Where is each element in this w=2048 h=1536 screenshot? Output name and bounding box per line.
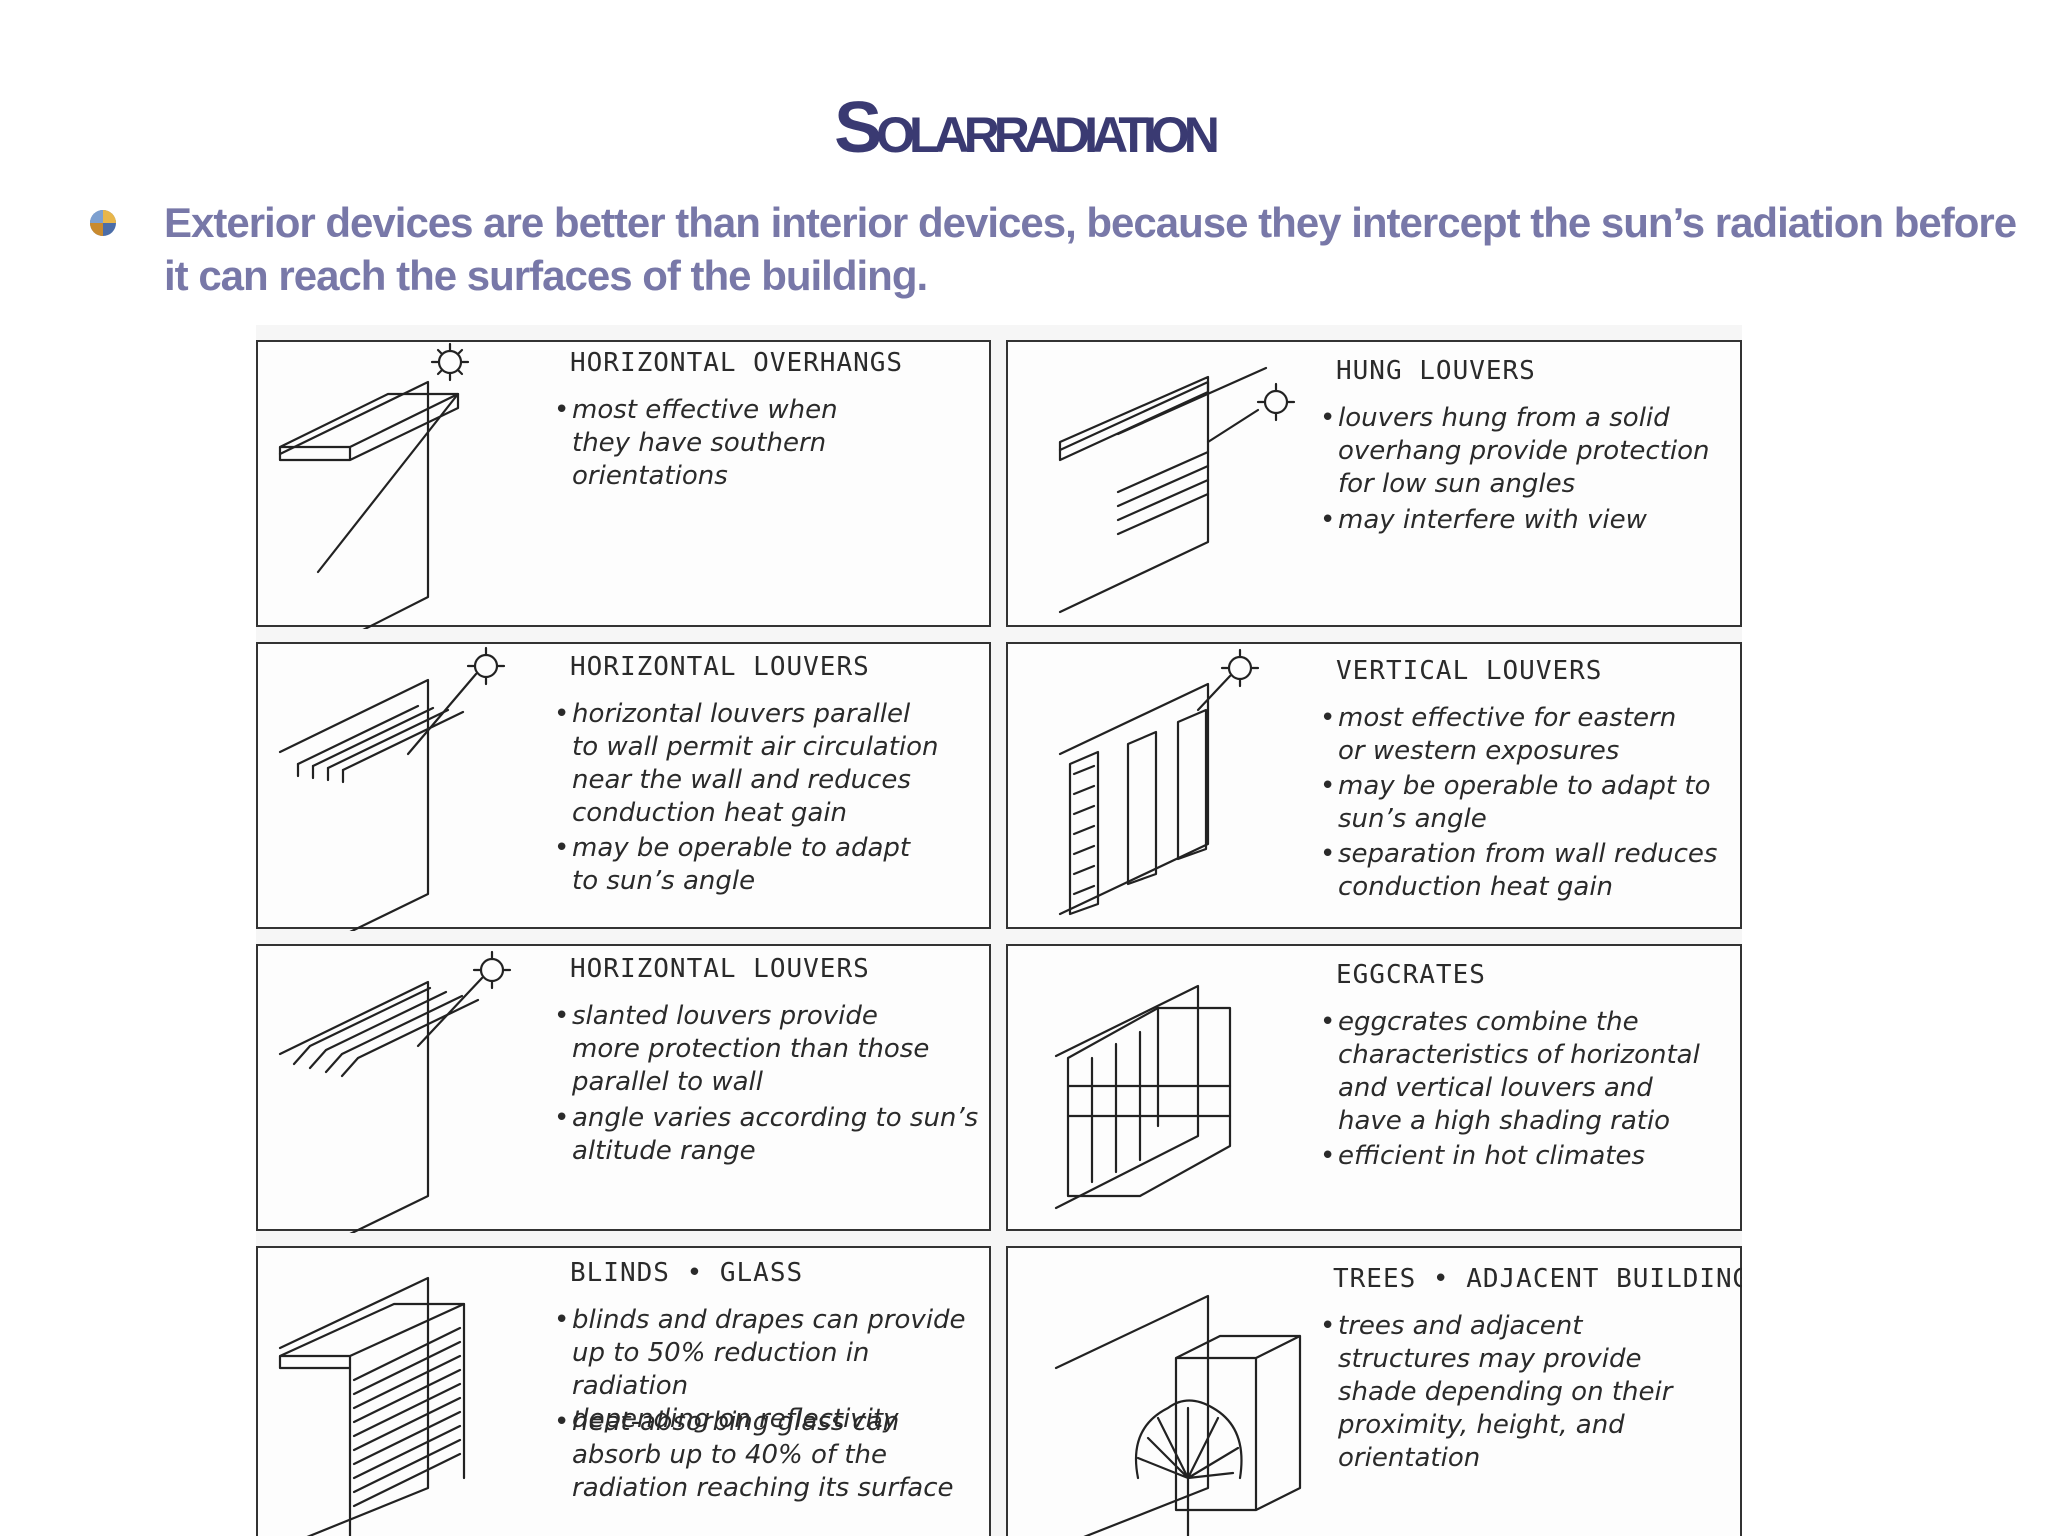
- panel-item: heat-absorbing glass can absorb up to 40…: [554, 1406, 954, 1505]
- hung-louvers-sketch: [1058, 366, 1296, 614]
- panel-item: angle varies according to sun’s altitude…: [554, 1102, 978, 1168]
- panel-item: may be operable to adapt to sun’s angle: [1320, 770, 1710, 836]
- horizontal-louvers-sketch: [278, 646, 506, 931]
- panel-item: trees and adjacent structures may provid…: [1320, 1310, 1672, 1475]
- panel-item: horizontal louvers parallel to wall perm…: [554, 698, 939, 830]
- bullet-text: Exterior devices are better than interio…: [164, 199, 2017, 299]
- panel-title: BLINDS • GLASS: [570, 1258, 804, 1288]
- panel-title: HUNG LOUVERS: [1336, 356, 1536, 386]
- panel-trees-adjacent-buildings: TREES • ADJACENT BUILDINGS trees and adj…: [1006, 1246, 1742, 1536]
- panel-title: EGGCRATES: [1336, 960, 1486, 990]
- panel-item: most effective for eastern or western ex…: [1320, 702, 1676, 768]
- panel-item: may interfere with view: [1320, 504, 1647, 537]
- vertical-louvers-sketch: [1058, 648, 1260, 916]
- panel-horizontal-overhangs: HORIZONTAL OVERHANGS most effective when…: [256, 340, 991, 629]
- panel-item: slanted louvers provide more protection …: [554, 1000, 929, 1099]
- panel-blinds-glass: BLINDS • GLASS blinds and drapes can pro…: [256, 1246, 991, 1536]
- pie-bullet-icon: [90, 210, 116, 236]
- panel-item: efficient in hot climates: [1320, 1140, 1645, 1173]
- panel-item: eggcrates combine the characteristics of…: [1320, 1006, 1700, 1138]
- panel-horizontal-louvers-slanted: HORIZONTAL LOUVERS slanted louvers provi…: [256, 944, 991, 1233]
- panel-item: most effective when they have southern o…: [554, 394, 838, 493]
- shading-devices-figure: HORIZONTAL OVERHANGS most effective when…: [256, 325, 1742, 1536]
- overhang-sketch: [278, 342, 470, 629]
- panel-horizontal-louvers-parallel: HORIZONTAL LOUVERS horizontal louvers pa…: [256, 642, 991, 931]
- panel-item: separation from wall reduces conduction …: [1320, 838, 1717, 904]
- trees-buildings-sketch: [1054, 1294, 1302, 1536]
- panel-title: HORIZONTAL OVERHANGS: [570, 348, 904, 378]
- panel-item: louvers hung from a solid overhang provi…: [1320, 402, 1709, 501]
- slanted-louvers-sketch: [278, 950, 512, 1233]
- panel-title: VERTICAL LOUVERS: [1336, 656, 1603, 686]
- panel-hung-louvers: HUNG LOUVERS louvers hung from a solid o…: [1006, 340, 1742, 627]
- panel-item: may be operable to adapt to sun’s angle: [554, 832, 910, 898]
- panel-title: TREES • ADJACENT BUILDINGS: [1333, 1264, 1742, 1294]
- blinds-sketch: [278, 1276, 466, 1536]
- slide-title: Solarradiation: [834, 88, 1220, 168]
- panel-vertical-louvers: VERTICAL LOUVERS most effective for east…: [1006, 642, 1742, 929]
- eggcrates-sketch: [1054, 984, 1232, 1210]
- panel-title: HORIZONTAL LOUVERS: [570, 954, 870, 984]
- panel-eggcrates: EGGCRATES eggcrates combine the characte…: [1006, 944, 1742, 1231]
- panel-title: HORIZONTAL LOUVERS: [570, 652, 870, 682]
